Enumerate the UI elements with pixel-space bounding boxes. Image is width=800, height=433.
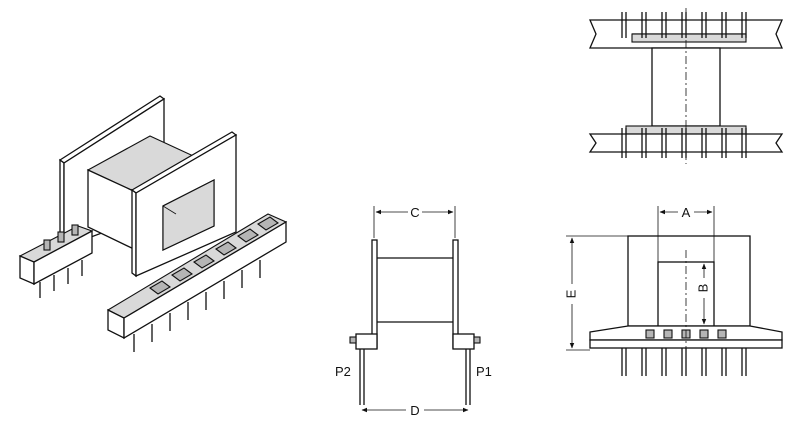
front-view-pins: [359, 349, 471, 405]
top-view-lower-pins: [621, 128, 747, 158]
dim-b-label: B: [695, 284, 710, 293]
front-view-left-flange: [371, 239, 378, 349]
right-header-notches: [149, 216, 279, 295]
dim-d-label: D: [410, 403, 419, 418]
isometric-view: [18, 95, 288, 352]
dim-e-label: E: [563, 289, 578, 298]
top-view-upper-pins: [621, 12, 747, 38]
top-view-upper-flange: [631, 33, 747, 43]
front-view-right-base: [452, 333, 475, 350]
right-header-pins: [133, 260, 261, 352]
pin-p1-label: P1: [476, 364, 492, 379]
right-header-side: [123, 220, 287, 340]
side-view-pins: [621, 348, 747, 376]
dim-c-label: C: [410, 205, 419, 220]
front-view-right-flange: [452, 239, 459, 349]
left-header-pins: [39, 260, 83, 298]
front-view: C D P2 P1: [335, 205, 492, 418]
dim-a-label: A: [682, 205, 691, 220]
core-window: [162, 179, 215, 251]
pin-p2-label: P2: [335, 364, 351, 379]
side-view: A B E: [563, 205, 783, 376]
front-view-left-base: [355, 333, 378, 350]
top-view: [588, 8, 784, 164]
left-header-side: [33, 229, 93, 286]
